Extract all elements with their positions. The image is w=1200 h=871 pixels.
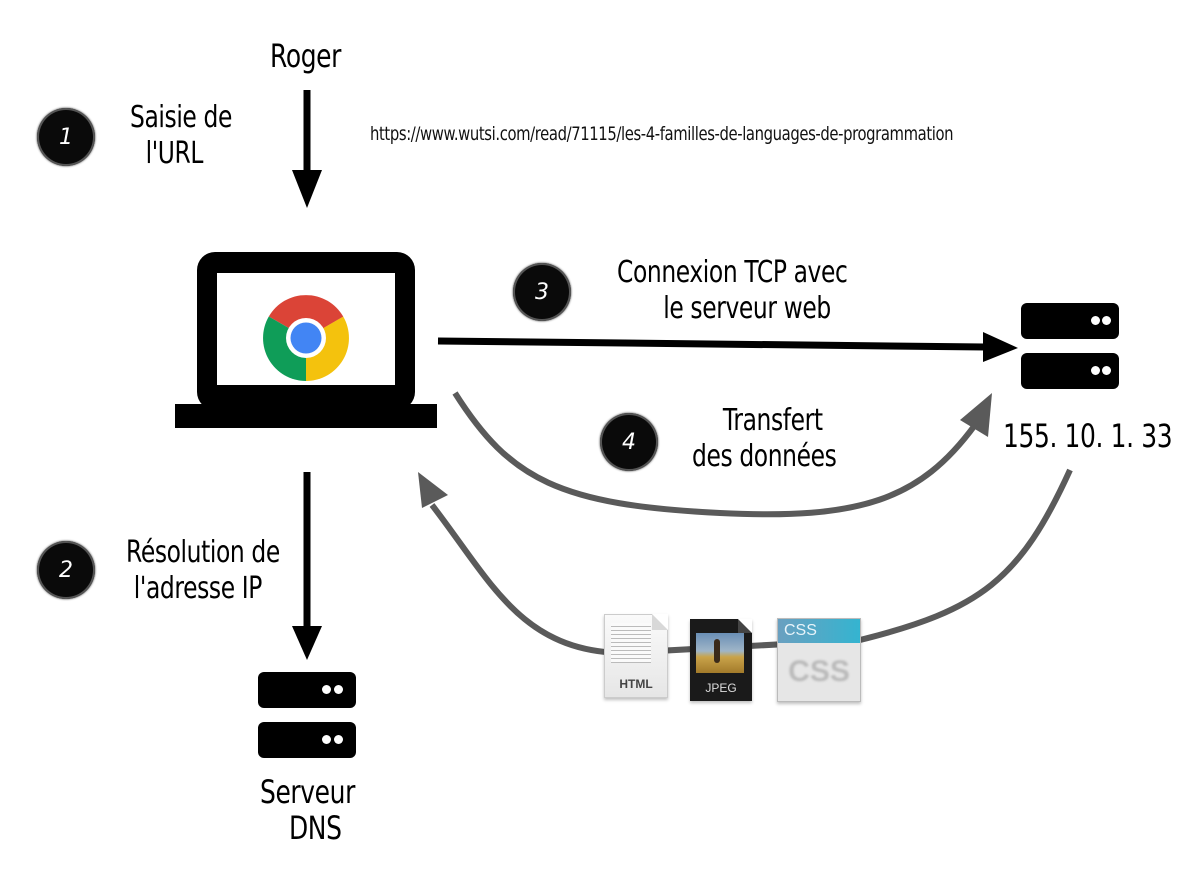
jpeg-file-label: JPEG — [705, 681, 737, 695]
step-2-label-line1: Résolution de — [126, 535, 280, 570]
jpeg-file-icon: JPEG — [690, 619, 752, 701]
step-2-badge: 2 — [37, 541, 95, 599]
step-4-label-line1: Transfert — [722, 403, 823, 438]
step-3-label-line1: Connexion TCP avec — [617, 255, 848, 290]
dns-server-unit-top — [258, 672, 356, 708]
arrow-user-to-laptop — [292, 90, 322, 208]
step-1-badge: 1 — [37, 108, 95, 166]
dns-server-label-line1: Serveur — [260, 773, 355, 811]
step-1-label-line2: l'URL — [145, 136, 204, 171]
css-file-header: CSS — [778, 619, 860, 643]
dns-server-label-line2: DNS — [288, 809, 342, 847]
html-file-icon: HTML — [604, 614, 668, 698]
step-4-number: 4 — [622, 429, 636, 455]
step-4-badge: 4 — [600, 413, 658, 471]
dns-server-icon — [258, 672, 356, 758]
html-file-label: HTML — [619, 677, 653, 691]
step-3-label-line2: le serveur web — [663, 291, 831, 326]
step-3-number: 3 — [535, 279, 549, 305]
arrow-data-request — [452, 391, 992, 518]
dns-server-label: Serveur DNS — [260, 774, 355, 846]
step-2-label: Résolution de l'adresse IP — [126, 535, 280, 607]
step-4-label-line2: des données — [692, 439, 837, 474]
web-server-icon — [1021, 303, 1119, 389]
step-2-label-line2: l'adresse IP — [133, 571, 263, 606]
css-file-icon: CSS CSS — [777, 618, 861, 702]
user-name: Roger — [270, 37, 342, 75]
step-3-label: Connexion TCP avec le serveur web — [617, 255, 848, 327]
web-server-ip: 155. 10. 1. 33 — [1003, 417, 1173, 455]
dns-server-unit-bottom — [258, 722, 356, 758]
step-2-number: 2 — [59, 557, 73, 583]
arrow-laptop-to-dns — [292, 472, 322, 660]
url-text: https://www.wutsi.com/read/71115/les-4-f… — [370, 123, 954, 145]
step-3-badge: 3 — [513, 263, 571, 321]
step-4-label: Transfert des données — [692, 403, 837, 475]
step-1-number: 1 — [59, 124, 73, 150]
css-file-watermark: CSS — [788, 655, 850, 688]
arrow-tcp-connection — [437, 332, 1018, 362]
laptop-icon — [175, 252, 437, 428]
chrome-logo-icon — [263, 295, 349, 381]
web-server-unit-top — [1021, 303, 1119, 339]
web-server-unit-bottom — [1021, 353, 1119, 389]
step-1-label: Saisie de l'URL — [130, 100, 232, 172]
step-1-label-line1: Saisie de — [130, 100, 232, 135]
